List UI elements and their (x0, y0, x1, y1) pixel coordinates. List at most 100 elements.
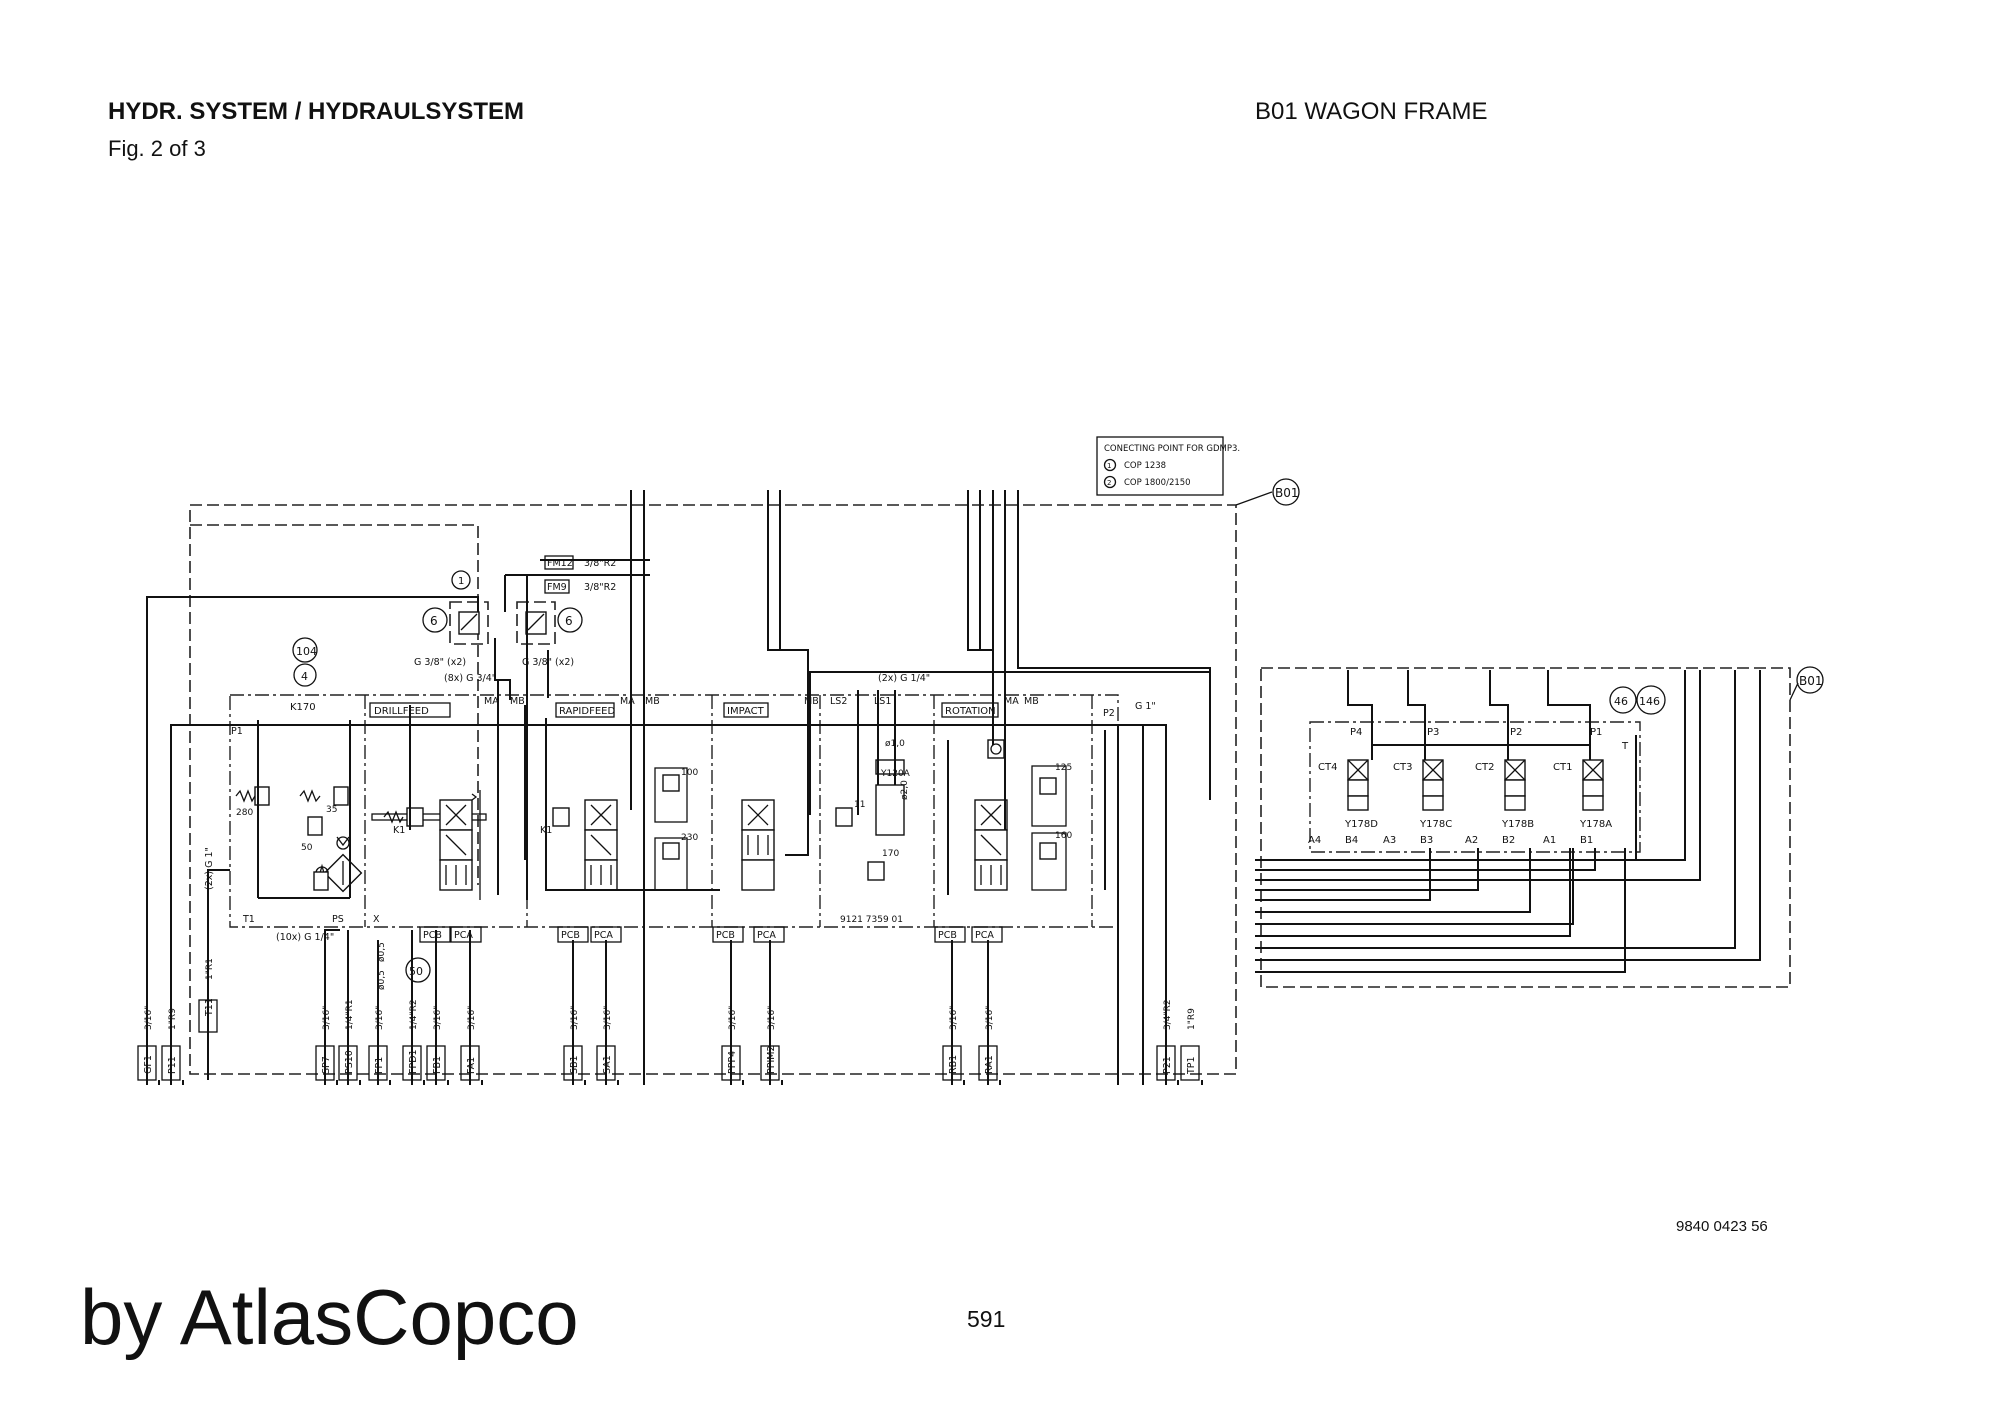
port-b-label: B1 (1580, 835, 1593, 846)
port-x: X (373, 914, 380, 925)
value-35: 35 (326, 805, 337, 815)
ct-label: CT2 (1475, 762, 1494, 773)
port-labels: P1 T1 PS X P2 MA MB MA MB MB MA MB LS2 L… (231, 696, 1115, 941)
figure-label: Fig. 2 of 3 (108, 136, 206, 161)
value-230: 230 (681, 833, 698, 843)
hose-tag-label: RA1 (984, 1055, 995, 1074)
top-port-label: T (1621, 741, 1629, 752)
hose-ra1: RA1 3/16" (978, 1006, 1001, 1085)
fitting-g38-left: G 3/8" (x2) (414, 657, 466, 668)
hose-tag-label: PS10 (344, 1050, 355, 1074)
hose-tags: GF13/16"P111"R9T111"R1SP73/16"PS101/4"R1… (137, 958, 1203, 1085)
part-number: 9121 7359 01 (840, 915, 903, 925)
ct-label: CT3 (1393, 762, 1412, 773)
port-b-label: B4 (1345, 835, 1358, 846)
hose-fb1: FB1 3/16" (426, 1006, 449, 1085)
component-values: 280 35 50 100 230 11 170 125 160 ø1,0 ø2… (236, 739, 1072, 990)
port-b-label: B2 (1502, 835, 1515, 846)
frame-label: B01 WAGON FRAME (1255, 98, 1488, 125)
hose-tag-label: GF1 (143, 1055, 154, 1074)
solenoid-block: B01 46 146 (1255, 666, 1824, 988)
legend-item-2: COP 1800/2150 (1124, 478, 1191, 488)
legend-title: CONECTING POINT FOR GDMP3. (1104, 444, 1240, 454)
fitting-g1-left: (2x) G 1" (204, 847, 215, 890)
hose-tag-label: FB1 (432, 1056, 443, 1074)
port-boxes (419, 926, 1003, 943)
main-frame: B01 (189, 478, 1300, 1075)
callout-6b: 6 (565, 614, 573, 628)
hose-tag-label: PPIM2 (766, 1046, 777, 1075)
hose-tag-label: FP1 (374, 1057, 385, 1074)
port-b-label: B3 (1420, 835, 1433, 846)
ct-label: CT1 (1553, 762, 1572, 773)
hose-size-label: 1/4"R1 (345, 999, 355, 1030)
solenoid-label: Y178A (1579, 819, 1612, 830)
hose-ps10: PS10 1/4"R1 (338, 999, 361, 1085)
hose-tag-label: T11 (204, 998, 215, 1017)
port-ma1: MA (484, 696, 499, 707)
hose-size-label: 3/16" (433, 1006, 443, 1030)
fitting-g34: (8x) G 3/4" (444, 673, 496, 684)
port-ps: PS (332, 914, 344, 925)
port-mb3: MB (804, 696, 819, 707)
callout-46: 46 (1614, 695, 1628, 708)
port-a-label: A3 (1383, 835, 1396, 846)
page-number: 591 (967, 1306, 1006, 1332)
piping (146, 490, 1211, 1085)
top-port-label: P4 (1350, 727, 1362, 738)
ct-label: CT4 (1318, 762, 1337, 773)
fitting-labels: FM12 3/8"R2 FM9 3/8"R2 G 3/8" (x2) G 3/8… (204, 555, 1156, 943)
hose-size-label: 3/16" (144, 1006, 154, 1030)
orifice-05b: ø0,5 (377, 970, 387, 990)
callouts: 104 4 1 6 6 50 (292, 570, 583, 983)
hose-size-label: 1"R9 (168, 1008, 178, 1030)
fitting-fm9-size: 3/8"R2 (584, 582, 616, 593)
hose-size-label: 1"R9 (1187, 1008, 1197, 1030)
solenoid-label: Y178B (1501, 819, 1534, 830)
section-k170: K170 (290, 702, 316, 713)
solenoid-y120a: Y120A (880, 769, 911, 779)
callout-146: 146 (1639, 695, 1660, 708)
section-rapidfeed: RAPIDFEED (559, 706, 615, 717)
fitting-fm12-size: 3/8"R2 (584, 558, 616, 569)
hose-tag-label: P11 (167, 1056, 178, 1074)
port-pcb4: PCB (938, 930, 957, 941)
section-rotation: ROTATION (945, 706, 996, 717)
brand-text: by AtlasCopco (80, 1273, 579, 1361)
port-mb4: MB (1024, 696, 1039, 707)
orifice-2: ø2,0 (900, 780, 910, 800)
svg-text:2: 2 (1107, 479, 1111, 487)
port-a-label: A4 (1308, 835, 1321, 846)
hose-p11: P11 1"R9 (161, 1008, 184, 1085)
section-drillfeed: DRILLFEED (374, 706, 429, 717)
hose-tag-label: PPP4 (727, 1051, 738, 1074)
callout-b01-main: B01 (1275, 486, 1299, 500)
hose-size-label: 3/16" (949, 1006, 959, 1030)
hose-size-label: 3/16" (728, 1006, 738, 1030)
hose-size-label: 3/16" (985, 1006, 995, 1030)
port-p1: P1 (231, 726, 243, 737)
port-ma4: MA (1004, 696, 1019, 707)
callout-6a: 6 (430, 614, 438, 628)
port-pca4: PCA (975, 930, 994, 941)
port-pca2: PCA (594, 930, 613, 941)
fitting-g14-bottom: (10x) G 1/4" (276, 932, 334, 943)
hose-gf1: GF1 3/16" (137, 1006, 160, 1085)
callout-50: 50 (409, 965, 423, 978)
top-port-label: P3 (1427, 727, 1439, 738)
callout-1: 1 (458, 576, 464, 587)
hose-size-label: 3/16" (322, 1006, 332, 1030)
port-pcb3: PCB (716, 930, 735, 941)
value-170: 170 (882, 849, 899, 859)
